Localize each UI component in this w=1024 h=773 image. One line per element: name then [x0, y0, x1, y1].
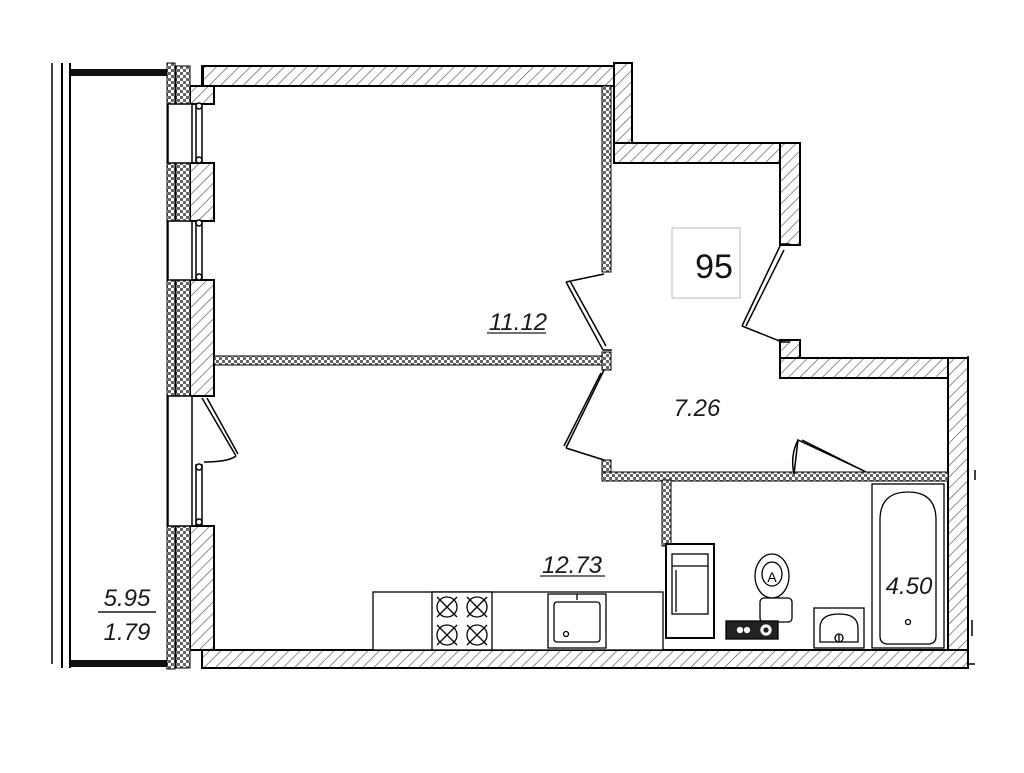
partition-bedroom-kitchen	[213, 355, 607, 366]
window-bedroom-1	[167, 103, 193, 164]
partition-bedroom-hall-upper	[601, 85, 612, 273]
bathroom-door	[791, 438, 867, 475]
wall-notch-horizontal	[613, 142, 801, 164]
interior-partitions	[213, 85, 949, 547]
washing-machine-icon	[725, 620, 779, 640]
area-labels: 11.12 7.26 12.73 4.50 5.95 1.79	[98, 309, 933, 646]
wall-right-upper	[779, 142, 801, 246]
wall-bath-top	[779, 357, 951, 379]
balcony-railing-bottom	[70, 660, 170, 667]
svg-text:A: A	[767, 569, 777, 585]
kitchen-sink-icon	[547, 593, 607, 649]
apartment-number-badge: 95	[671, 227, 741, 299]
wall-left-4	[189, 525, 215, 651]
wall-bottom	[201, 649, 969, 669]
hallway-area: 7.26	[674, 395, 721, 422]
wall-right-lower	[947, 357, 969, 659]
refrigerator-icon	[665, 543, 715, 639]
bedroom-door	[565, 273, 612, 351]
entrance-door	[741, 243, 790, 343]
partition-kitchen-bath	[661, 479, 672, 547]
apartment-number: 95	[695, 248, 733, 286]
wall-top	[201, 65, 615, 87]
wall-left-1	[189, 85, 215, 105]
exterior-walls	[189, 62, 969, 669]
wall-left-3	[189, 279, 215, 397]
balcony-railing-top	[70, 69, 170, 76]
balcony-wall-strip	[166, 62, 176, 670]
balcony-door	[201, 397, 239, 463]
kitchen-door	[563, 369, 605, 461]
window-bedroom-2	[167, 220, 193, 281]
windows	[167, 102, 203, 527]
bathtub-icon	[871, 483, 945, 649]
balcony-door-frame	[167, 395, 193, 527]
toilet-icon: A	[754, 553, 793, 623]
wall-left-2	[189, 162, 215, 222]
kitchen-living-area: 12.73	[542, 552, 603, 579]
kitchen-fixtures	[372, 543, 715, 651]
balcony-area-reduced: 1.79	[104, 619, 151, 646]
bathroom-sink-icon	[813, 607, 865, 649]
right-edge-stubs	[967, 356, 976, 665]
stove-icon	[431, 591, 493, 651]
doors	[563, 243, 867, 475]
kitchen-counter	[372, 591, 664, 651]
partition-hall-bath	[601, 471, 949, 482]
balcony	[51, 62, 176, 670]
bathroom-fixtures: A	[725, 483, 945, 649]
balcony-area-total: 5.95	[104, 585, 151, 612]
bedroom-area: 11.12	[489, 309, 547, 336]
bathroom-area: 4.50	[886, 573, 933, 600]
partition-hall-mid	[601, 351, 612, 371]
